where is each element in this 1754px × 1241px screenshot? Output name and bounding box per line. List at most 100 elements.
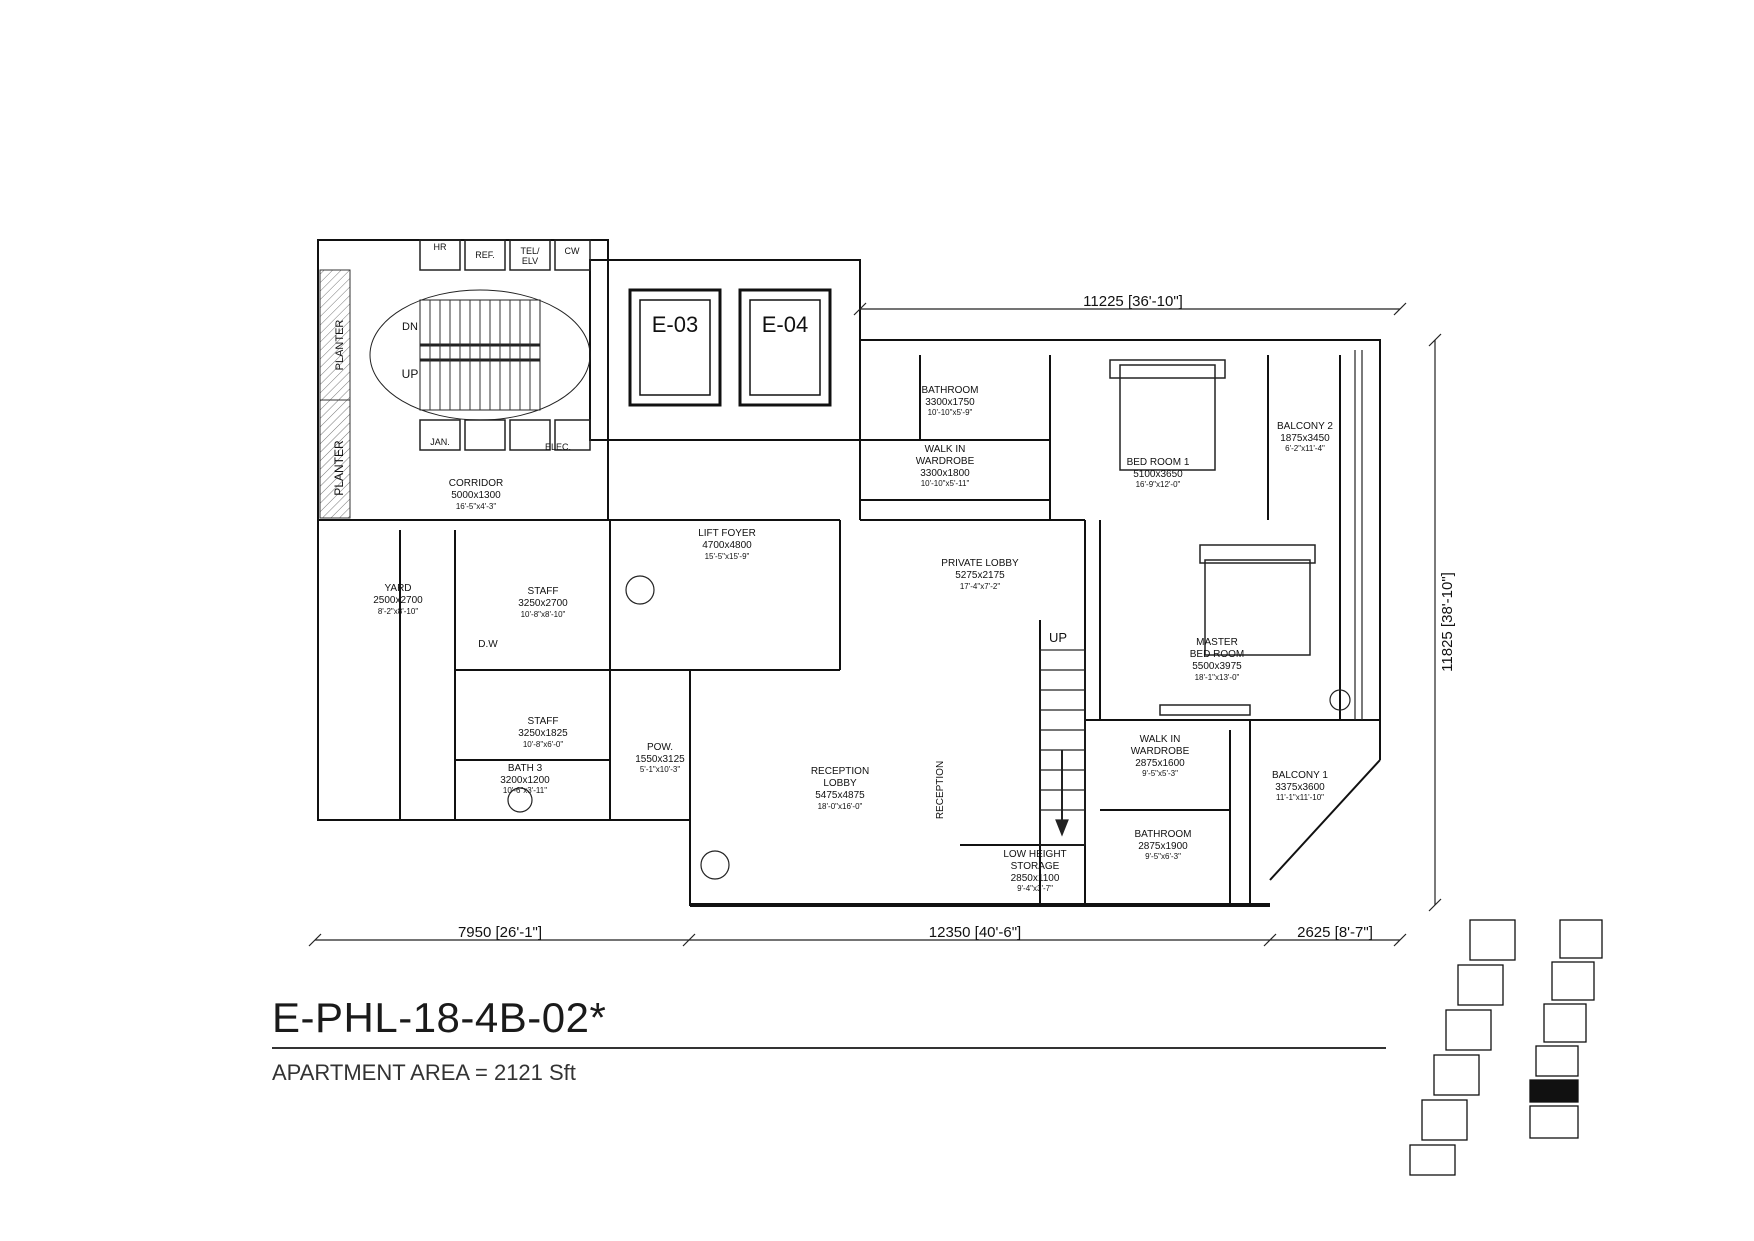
stair-up-label: UP [1049, 630, 1067, 645]
private-lobby-name: PRIVATE LOBBY [941, 558, 1019, 569]
planter-label: PLANTER [332, 440, 346, 496]
dn-label: DN [402, 321, 418, 333]
unit-title: E-PHL-18-4B-02* [272, 994, 607, 1041]
reception-stair [1039, 649, 1086, 846]
bathroom1-name: BATHROOM [921, 385, 978, 396]
yard-size: 2500x2700 [373, 595, 423, 606]
storage-name2: STORAGE [1011, 861, 1060, 872]
reception-label: RECEPTION [935, 761, 946, 819]
balcony2-name: BALCONY 2 [1277, 421, 1333, 432]
lift-e04 [738, 288, 832, 407]
area-equals: = [474, 1060, 488, 1085]
bathroom2-name: BATHROOM [1134, 829, 1191, 840]
wardrobe2-name: WALK IN [1140, 734, 1181, 745]
cw-label: CW [565, 246, 580, 256]
private-lobby-imperial: 17'-4"x7'-2" [960, 582, 1000, 591]
lift-foyer-name: LIFT FOYER [698, 528, 756, 539]
bedroom1-size: 5100x3650 [1133, 469, 1183, 480]
staff2-size: 3250x1825 [518, 728, 568, 739]
title-divider [272, 1047, 1386, 1049]
dw-label: D.W [478, 639, 498, 650]
up-label: UP [402, 367, 419, 381]
corridor-imperial: 16'-5"x4'-3" [456, 502, 496, 511]
elec-label: ELEC. [545, 442, 571, 452]
balcony1-name: BALCONY 1 [1272, 770, 1328, 781]
bathroom2-imperial: 9'-5"x6'-3" [1145, 852, 1181, 861]
lift-foyer-imperial: 15'-5"x15'-9" [705, 552, 750, 561]
bed-1 [1119, 364, 1216, 471]
key-plan-right [1529, 919, 1603, 1139]
yard-imperial: 8'-2"x8'-10" [378, 607, 418, 616]
walls [317, 239, 1381, 907]
bathroom1-size: 3300x1750 [925, 397, 975, 408]
staff1-imperial: 10'-8"x8'-10" [521, 610, 566, 619]
area-value: 2121 Sft [493, 1060, 576, 1085]
staff2-name: STAFF [528, 716, 559, 727]
bathroom2-size: 2875x1900 [1138, 841, 1188, 852]
dim-right: 11825 [38'-10"] [1439, 572, 1456, 672]
wardrobe2-size: 2875x1600 [1135, 758, 1185, 769]
wardrobe1-name2: WARDROBE [916, 456, 975, 467]
apartment-area: APARTMENT AREA = 2121 Sft [272, 1060, 576, 1086]
hr-label: HR [434, 242, 447, 252]
dimension-lines [308, 302, 1442, 947]
corridor-name: CORRIDOR [449, 478, 503, 489]
wardrobe2-name2: WARDROBE [1131, 746, 1190, 757]
bathroom1-imperial: 10'-10"x5'-9" [928, 408, 973, 417]
yard-name: YARD [384, 583, 411, 594]
dim-bottom-right: 2625 [8'-7"] [1297, 924, 1373, 941]
balcony1-size: 3375x3600 [1275, 782, 1325, 793]
key-plan-left [1409, 919, 1516, 1176]
private-lobby-size: 5275x2175 [955, 570, 1005, 581]
staff1-size: 3250x2700 [518, 598, 568, 609]
bedroom1-name: BED ROOM 1 [1127, 457, 1190, 468]
master-bed [1204, 559, 1311, 656]
dim-bottom-mid: 12350 [40'-6"] [929, 924, 1021, 941]
planter-hatch [319, 399, 351, 519]
pow-name: POW. [647, 742, 673, 753]
master-name2: BED ROOM [1190, 649, 1244, 660]
balcony2-size: 1875x3450 [1280, 433, 1330, 444]
storage-name: LOW HEIGHT [1003, 849, 1066, 860]
reception-lobby-name2: LOBBY [823, 778, 857, 789]
pow-size: 1550x3125 [635, 754, 685, 765]
balcony1-imperial: 11'-1"x11'-10" [1276, 793, 1324, 802]
wardrobe1-name: WALK IN [925, 444, 966, 455]
master-imperial: 18'-1"x13'-0" [1195, 673, 1240, 682]
reception-lobby-imperial: 18'-0"x16'-0" [818, 802, 863, 811]
key-plan-highlight [1529, 1079, 1579, 1103]
bath3-imperial: 10'-6"x3'-11" [503, 786, 547, 795]
ref-label: REF. [475, 250, 495, 260]
side-table [700, 850, 730, 880]
planter-label: PLANTER [334, 320, 346, 371]
reception-lobby-name: RECEPTION [811, 766, 869, 777]
storage-size: 2850x1100 [1011, 873, 1060, 884]
lift-e03-label: E-03 [652, 312, 698, 337]
staff1-name: STAFF [528, 586, 559, 597]
master-name: MASTER [1196, 637, 1238, 648]
planter-hatch [319, 269, 351, 401]
bath3-name: BATH 3 [508, 763, 543, 774]
lift-foyer-size: 4700x4800 [702, 540, 752, 551]
bedroom1-imperial: 16'-9"x12'-0" [1136, 480, 1181, 489]
dim-top: 11225 [36'-10"] [1083, 293, 1183, 310]
wardrobe2-imperial: 9'-5"x5'-3" [1142, 769, 1178, 778]
jan-label: JAN. [430, 437, 450, 447]
area-label: APARTMENT AREA [272, 1060, 469, 1085]
wardrobe1-imperial: 10'-10"x5'-11" [921, 479, 970, 488]
pow-imperial: 5'-1"x10'-3" [640, 765, 680, 774]
master-size: 5500x3975 [1192, 661, 1242, 672]
side-table [625, 575, 655, 605]
reception-lobby-size: 5475x4875 [815, 790, 865, 801]
lift-e04-label: E-04 [762, 312, 808, 337]
side-table [1329, 689, 1351, 711]
apartment-outline [610, 339, 1381, 906]
service-shafts [419, 239, 591, 451]
corridor-size: 5000x1300 [451, 490, 501, 501]
basin [507, 787, 533, 813]
wardrobe1-size: 3300x1800 [920, 468, 970, 479]
dim-bottom-left: 7950 [26'-1"] [458, 924, 542, 941]
storage-imperial: 9'-4"x3'-7" [1017, 884, 1053, 893]
lift-e03 [628, 288, 722, 407]
